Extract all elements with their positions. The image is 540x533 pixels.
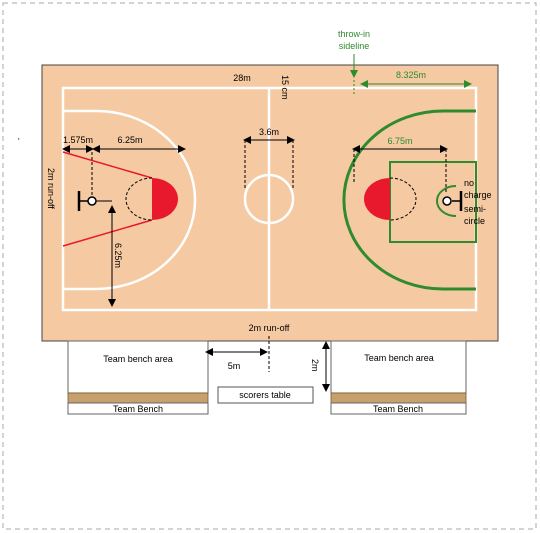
runoff-bottom-label: 2m run-off <box>249 323 290 333</box>
team-bench-left-label: Team Bench <box>113 404 163 414</box>
edge-mark: ' <box>18 137 20 146</box>
team-bench-right-wood <box>330 392 467 404</box>
team-bench-area-right <box>330 340 467 394</box>
length-label: 28m <box>233 73 251 83</box>
team-bench-left-wood <box>67 392 209 404</box>
three-point-radius-side-label: 6.25m <box>113 243 123 268</box>
team-bench-area-right-label: Team bench area <box>364 353 434 363</box>
three-point-radius-top-label: 6.25m <box>117 135 142 145</box>
team-bench-right-box <box>330 402 467 415</box>
no-charge-label-2: charge <box>464 190 492 200</box>
throw-in-distance-label: 8.325m <box>396 70 426 80</box>
hoop-left <box>87 196 97 206</box>
free-throw-dashed-left <box>125 177 153 221</box>
center-circle <box>243 173 295 225</box>
hoop-offset-label: 1.575m <box>63 135 93 145</box>
throw-in-label: throw-in <box>338 29 370 39</box>
three-point-radius-right-label: 6.75m <box>387 136 412 146</box>
team-bench-area-left <box>67 340 209 394</box>
scorers-table <box>217 386 314 404</box>
free-throw-circle-right <box>364 178 390 220</box>
key-line-left-top <box>62 151 153 179</box>
no-charge-label-1: no <box>464 178 474 188</box>
bench-depth-label: 2m <box>310 359 320 372</box>
free-throw-dashed-right <box>389 177 417 221</box>
sideline-label: sideline <box>339 41 370 51</box>
hoop-right <box>442 196 452 206</box>
scorers-table-label: scorers table <box>239 390 291 400</box>
no-charge-label-3: semi- <box>464 204 486 214</box>
three-point-line-right <box>342 109 476 291</box>
bench-distance-label: 5m <box>228 361 241 371</box>
team-bench-left-box <box>67 402 209 415</box>
no-charge-label-4: circle <box>464 216 485 226</box>
free-throw-circle-left <box>152 178 178 220</box>
key-line-left-bottom <box>62 219 153 247</box>
runoff-left-label: 2m run-off <box>46 168 56 209</box>
team-bench-right-label: Team Bench <box>373 404 423 414</box>
line-width-label: 15 cm <box>280 75 290 100</box>
three-point-line-left <box>63 109 197 291</box>
team-bench-area-left-label: Team bench area <box>103 354 173 364</box>
center-circle-label: 3.6m <box>259 127 279 137</box>
no-charge-semicircle <box>436 185 457 217</box>
